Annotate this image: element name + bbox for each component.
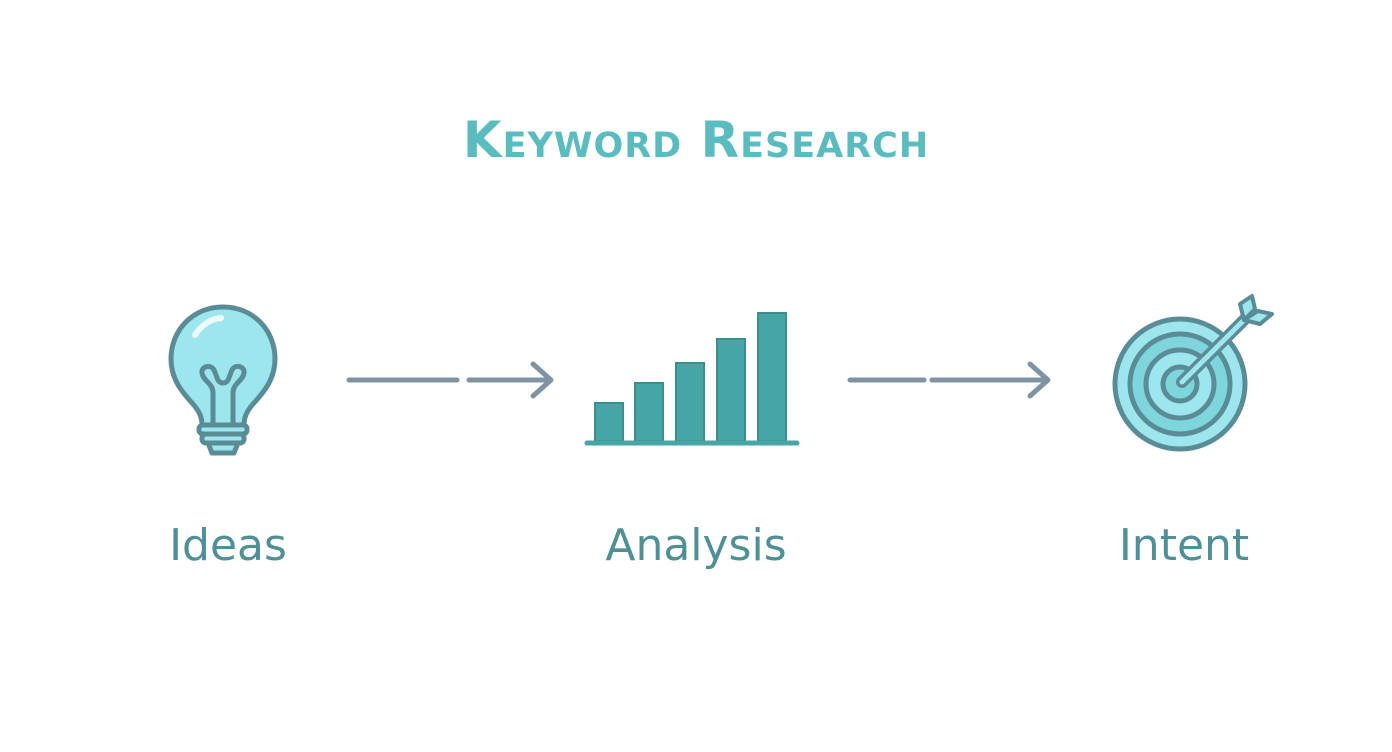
bar-chart-icon <box>584 312 800 446</box>
arrow-ideas-to-analysis <box>346 361 554 399</box>
lightbulb-icon <box>168 304 278 456</box>
diagram-title: Keyword Research <box>462 111 930 169</box>
target-icon <box>1112 294 1274 452</box>
step-label-intent: Intent <box>1118 520 1250 571</box>
step-label-ideas: Ideas <box>169 520 287 571</box>
arrow-analysis-to-intent <box>847 361 1051 399</box>
step-label-analysis: Analysis <box>605 520 787 571</box>
